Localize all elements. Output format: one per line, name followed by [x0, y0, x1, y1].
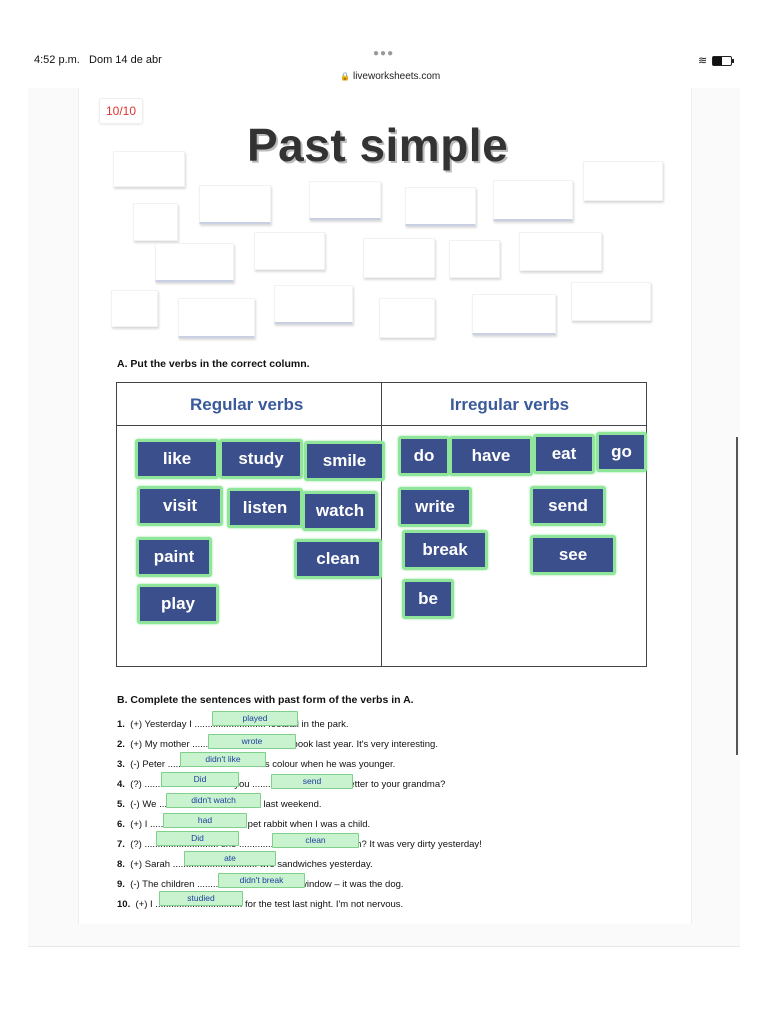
verb-chip-go[interactable]: go — [596, 432, 647, 472]
verb-chip-be[interactable]: be — [402, 579, 454, 619]
page-title: Past simple — [247, 119, 509, 171]
status-time: 4:52 p.m. Dom 14 de abr — [34, 54, 162, 66]
verb-chip-do[interactable]: do — [398, 436, 450, 476]
answer-field[interactable]: didn't watch — [166, 793, 261, 808]
battery-icon — [712, 56, 732, 66]
empty-slot[interactable] — [583, 161, 663, 201]
verb-chip-see[interactable]: see — [530, 535, 616, 575]
answer-field[interactable]: send — [271, 774, 353, 789]
answer-field[interactable]: played — [212, 711, 298, 726]
verb-chip-smile[interactable]: smile — [304, 441, 385, 481]
section-b-instruction: B. Complete the sentences with past form… — [117, 694, 414, 706]
empty-slot[interactable] — [519, 232, 602, 271]
lock-icon: 🔒 — [340, 72, 350, 81]
verb-chip-clean[interactable]: clean — [294, 539, 382, 579]
verb-chip-listen[interactable]: listen — [227, 488, 303, 528]
empty-slot[interactable] — [379, 298, 435, 338]
empty-slot[interactable] — [274, 285, 353, 324]
answer-field[interactable]: didn't break — [218, 873, 305, 888]
empty-slot[interactable] — [254, 232, 325, 270]
wifi-icon: ≋ — [698, 55, 708, 67]
answer-field[interactable]: clean — [272, 833, 359, 848]
section-a-instruction: A. Put the verbs in the correct column. — [117, 358, 310, 370]
irregular-verbs-header: Irregular verbs — [450, 395, 570, 414]
more-dots-icon[interactable]: ●●● — [373, 48, 395, 59]
score-badge: 10/10 — [99, 98, 143, 124]
verb-chip-watch[interactable]: watch — [302, 491, 378, 531]
empty-slot[interactable] — [472, 294, 556, 335]
empty-slot[interactable] — [363, 238, 435, 278]
verb-chip-play[interactable]: play — [137, 584, 219, 624]
verb-chip-paint[interactable]: paint — [136, 537, 212, 577]
verb-chip-write[interactable]: write — [398, 487, 472, 527]
verb-chip-have[interactable]: have — [449, 436, 533, 476]
answer-field[interactable]: didn't like — [180, 752, 266, 767]
answer-field[interactable]: Did — [161, 772, 239, 787]
answer-field[interactable]: had — [163, 813, 247, 828]
sentence-10: 10. (+) I ..............................… — [117, 899, 404, 910]
answer-field[interactable]: ate — [184, 851, 276, 866]
sentence-6: 6. (+) I ...............................… — [117, 819, 371, 830]
verb-chip-send[interactable]: send — [530, 486, 606, 526]
scrollbar[interactable] — [736, 437, 738, 755]
verb-chip-study[interactable]: study — [219, 439, 303, 479]
empty-slot[interactable] — [493, 180, 573, 221]
verb-table: Regular verbs Irregular verbs — [116, 382, 647, 667]
empty-slot[interactable] — [309, 181, 381, 220]
regular-verbs-header: Regular verbs — [190, 395, 304, 414]
empty-slot[interactable] — [133, 203, 178, 241]
answer-field[interactable]: wrote — [208, 734, 296, 749]
address-bar[interactable]: 🔒liveworksheets.com — [340, 71, 441, 82]
status-bar: 4:52 p.m. Dom 14 de abr ●●● 🔒liveworkshe… — [0, 0, 768, 88]
answer-field[interactable]: studied — [159, 891, 243, 906]
verb-chip-like[interactable]: like — [135, 439, 219, 479]
empty-slot[interactable] — [111, 290, 158, 327]
verb-chip-eat[interactable]: eat — [533, 434, 595, 474]
empty-slot[interactable] — [405, 187, 476, 226]
empty-slot[interactable] — [199, 185, 271, 224]
empty-slot[interactable] — [449, 240, 500, 278]
empty-slot[interactable] — [113, 151, 185, 187]
empty-slot[interactable] — [178, 298, 255, 338]
verb-chip-break[interactable]: break — [402, 530, 488, 570]
empty-slot[interactable] — [155, 243, 234, 282]
empty-slot[interactable] — [571, 282, 651, 321]
verb-chip-visit[interactable]: visit — [137, 486, 223, 526]
answer-field[interactable]: Did — [156, 831, 239, 846]
